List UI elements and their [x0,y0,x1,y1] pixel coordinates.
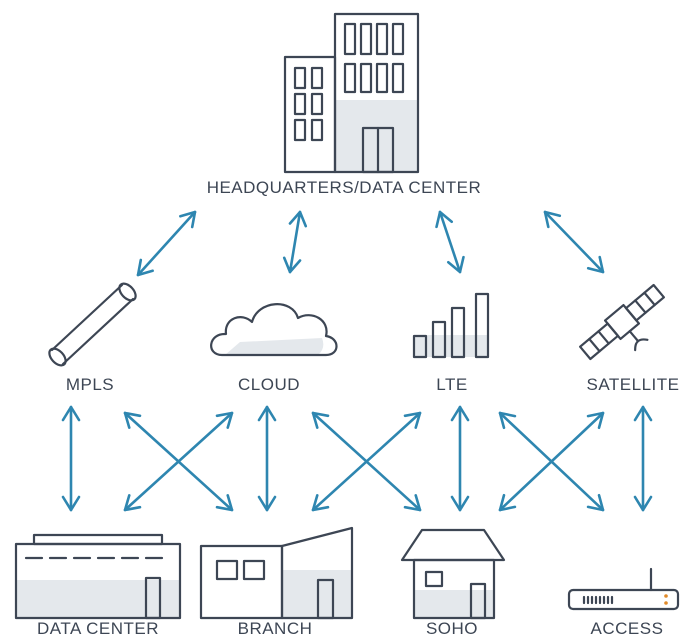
satellite-icon [578,283,666,361]
arrow-headquarters-to-lte [435,210,465,274]
data-center-building-icon [14,533,182,620]
soho-house-icon [400,528,506,620]
arrow-lte-to-soho [450,405,470,512]
arrow-satellite-to-access [633,405,653,512]
arrow-headquarters-to-mpls [136,210,197,277]
node-label-branch: BRANCH [237,619,313,638]
headquarters-building-icon [283,12,420,174]
node-label-lte: LTE [436,375,468,394]
arrow-mpls-to-data-center [61,405,81,512]
mpls-pipe-icon [48,282,137,367]
cloud-icon [210,303,338,357]
arrow-headquarters-to-cloud [282,210,308,274]
branch-building-icon [199,526,354,620]
connection-arrows [61,210,653,512]
node-label-data-center: DATA CENTER [37,619,159,638]
node-label-satellite: SATELLITE [586,375,680,394]
node-label-access: ACCESS [590,619,664,638]
access-device-icon [567,567,680,611]
arrow-cloud-to-branch [257,405,277,512]
node-label-headquarters: HEADQUARTERS/DATA CENTER [206,178,482,197]
arrow-lte-to-branch [311,411,422,512]
lte-signal-icon [412,292,490,359]
access-indicator-light [664,594,668,598]
arrow-satellite-to-soho [498,411,605,512]
arrow-headquarters-to-satellite [543,210,605,274]
node-label-cloud: CLOUD [237,375,301,394]
arrow-cloud-to-data-center [123,411,234,512]
node-label-soho: SOHO [425,619,479,638]
node-label-mpls: MPLS [65,375,115,394]
